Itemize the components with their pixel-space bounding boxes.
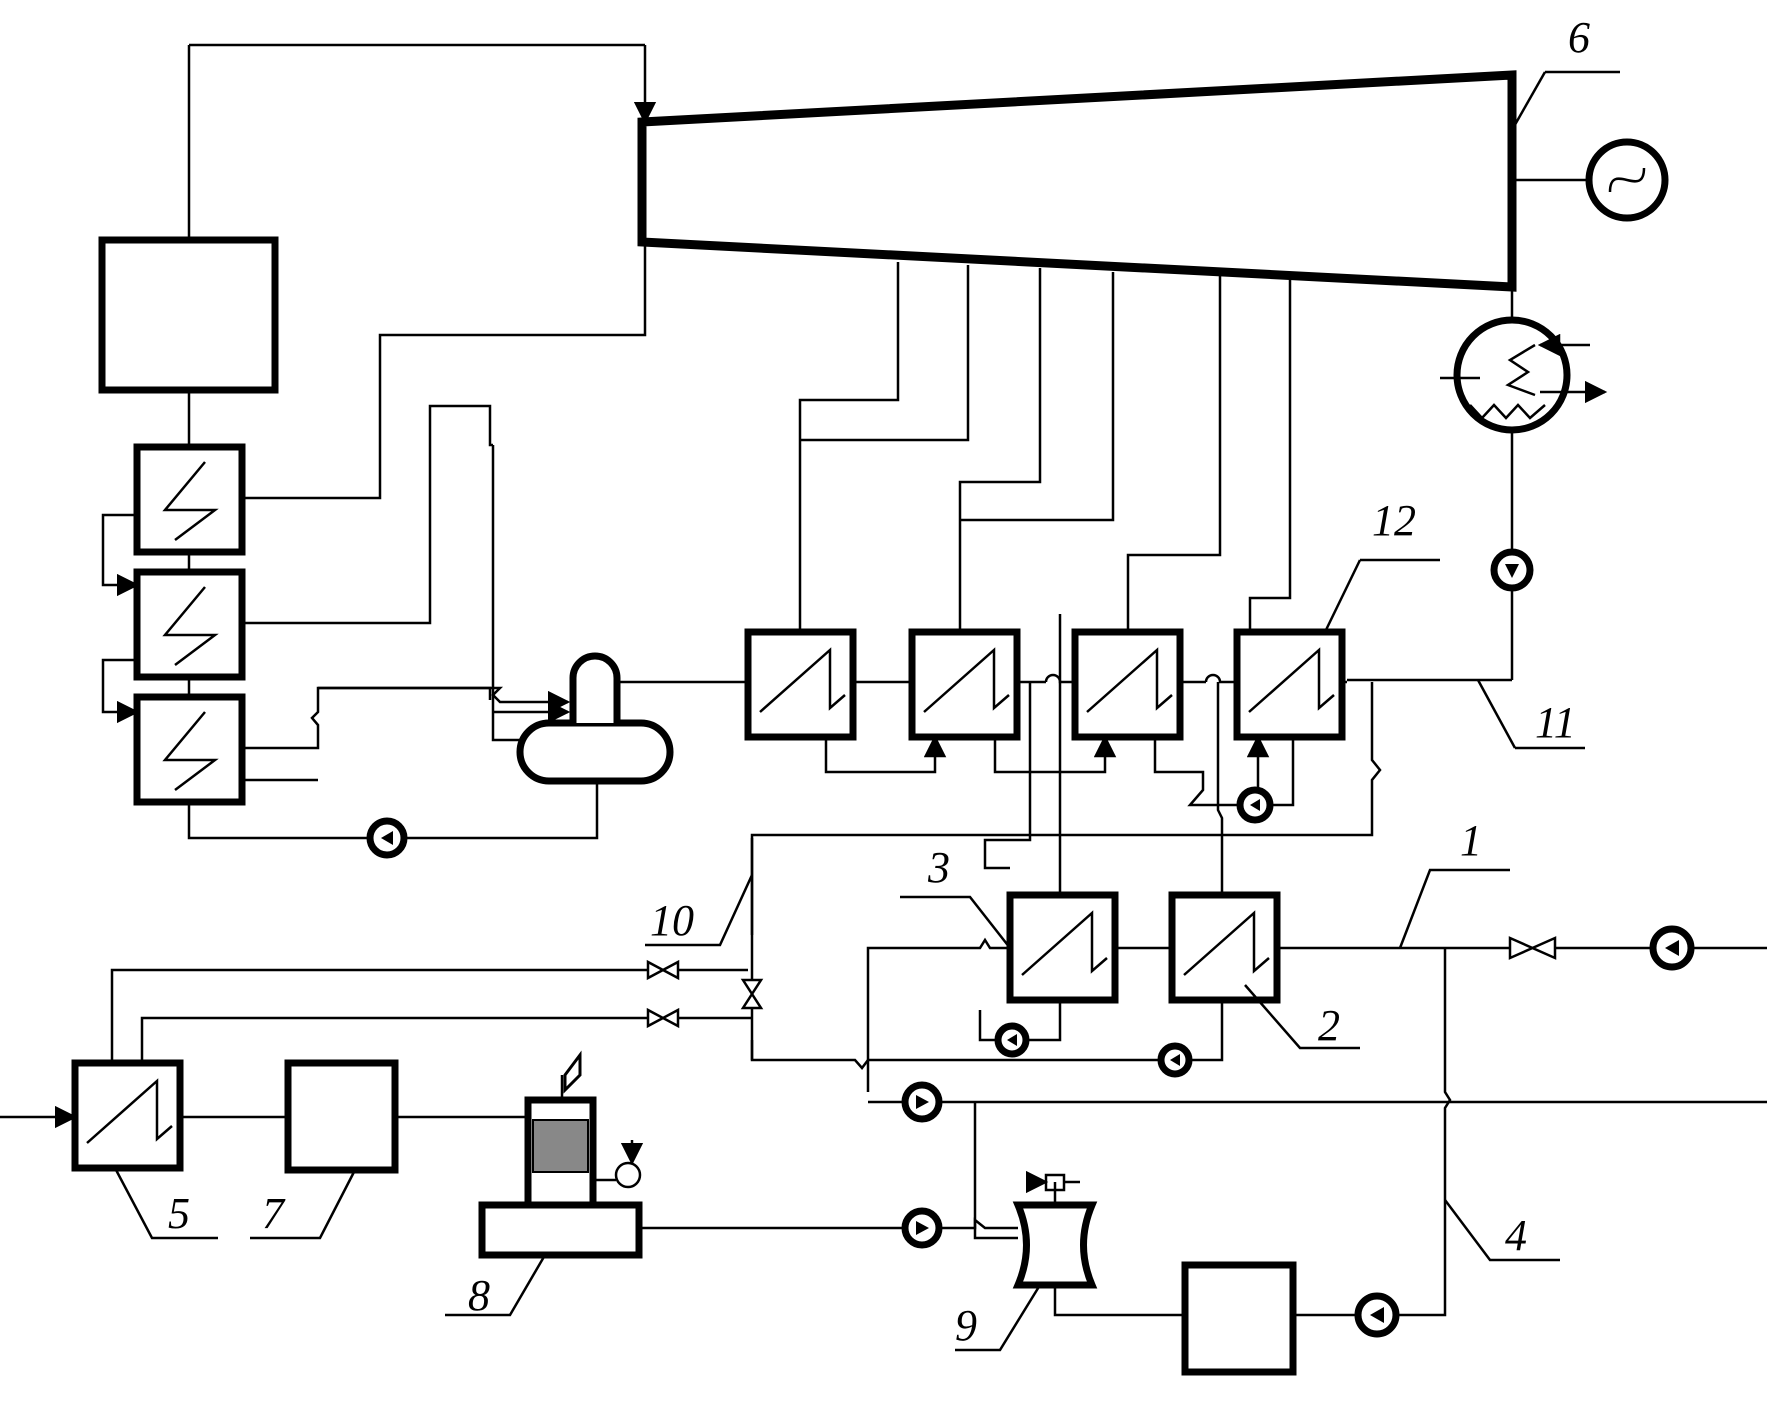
- heat-exchanger-icon: [1075, 632, 1180, 737]
- heat-exchanger-icon: [137, 447, 242, 552]
- drain-pump-icon: [1240, 790, 1270, 820]
- valve-icon: [743, 980, 761, 1008]
- decarbonizer-unit: [482, 1055, 640, 1255]
- heat-exchanger-icon: [912, 632, 1017, 737]
- label-5: 5: [168, 1189, 190, 1238]
- label-10: 10: [650, 896, 694, 945]
- makeup-pump-icon: [1358, 1296, 1396, 1334]
- heat-exchanger-icon: [137, 697, 242, 802]
- label-1-leader: [1400, 870, 1510, 948]
- label-5-leader: [115, 1168, 218, 1238]
- label-6: 6: [1568, 13, 1590, 62]
- heat-exchanger-icon: [748, 632, 853, 737]
- label-4: 4: [1505, 1211, 1527, 1260]
- valve-icon: [648, 1010, 678, 1026]
- network-pump-icon: [1653, 929, 1691, 967]
- generator-icon: [1589, 142, 1665, 218]
- water-treatment-block: [288, 1063, 395, 1170]
- condenser-icon: [1440, 320, 1605, 430]
- label-8-leader: [445, 1255, 545, 1315]
- label-7: 7: [262, 1189, 286, 1238]
- valve-icon: [648, 962, 678, 978]
- label-1: 1: [1460, 816, 1482, 865]
- label-8: 8: [468, 1271, 490, 1320]
- feed-pump-icon: [370, 821, 404, 855]
- heat-exchanger-icon: [137, 572, 242, 677]
- label-6-leader: [1512, 72, 1545, 130]
- condensate-pump-icon: [1494, 552, 1530, 588]
- transfer-pump-icon: [905, 1211, 939, 1245]
- storage-tank-block: [1185, 1265, 1293, 1372]
- label-11: 11: [1535, 698, 1576, 747]
- boiler-block: [102, 240, 275, 390]
- label-12-leader: [1325, 560, 1360, 632]
- return-pump-icon: [905, 1085, 939, 1119]
- label-2: 2: [1318, 1001, 1340, 1050]
- label-3-leader: [900, 897, 1010, 948]
- heat-exchanger-icon: [1010, 895, 1115, 1000]
- label-3: 3: [927, 843, 950, 892]
- heat-exchanger-icon: [1172, 895, 1277, 1000]
- label-4-leader: [1445, 1200, 1560, 1260]
- label-11-leader: [1478, 680, 1515, 748]
- label-12: 12: [1372, 496, 1416, 545]
- heat-exchanger-icon: [1237, 632, 1342, 737]
- heat-exchanger-icon: [75, 1063, 180, 1168]
- deaerator-icon: [520, 656, 670, 781]
- drain-pump-icon: [998, 1026, 1026, 1054]
- label-9: 9: [955, 1301, 977, 1350]
- valve-icon: [1510, 938, 1555, 958]
- mixer-icon: [1018, 1175, 1092, 1285]
- steam-turbine: [642, 75, 1512, 287]
- drain-pump-icon: [1161, 1046, 1189, 1074]
